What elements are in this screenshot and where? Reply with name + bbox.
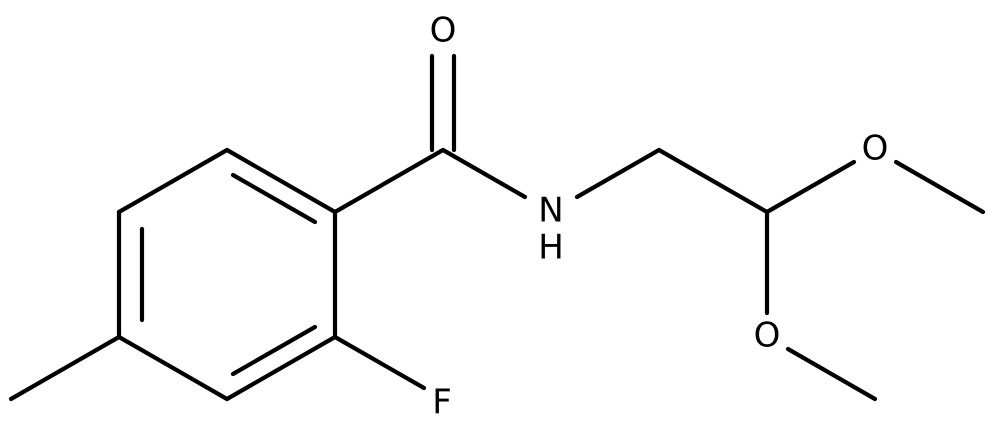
- ring-double-bond-inner-c3-c4: [230, 324, 318, 377]
- ring-bond-c1-c2: [224, 147, 338, 215]
- methylene-to-acetal-carbon-bond: [656, 147, 770, 215]
- fluorine-label: F: [432, 383, 452, 423]
- ring-to-carbonyl-bond: [332, 147, 446, 215]
- amide-hydrogen-label: H: [538, 228, 564, 268]
- ring-bond-c3-c4: [224, 334, 338, 402]
- benzene-ring: [116, 147, 338, 402]
- carbonyl-oxygen-label: O: [430, 11, 457, 51]
- nitrogen-to-methylene-bond: [574, 147, 662, 200]
- amide-nitrogen-label: N: [538, 191, 563, 231]
- methyl-bond: [8, 334, 122, 402]
- acetal-to-top-oxygen-bond: [764, 159, 857, 215]
- bottom-methoxy-methyl-bond: [785, 346, 878, 402]
- ring-double-bond-inner-c1-c2: [230, 172, 318, 225]
- fluoro-bond: [332, 334, 427, 391]
- bottom-methoxy-oxygen-label: O: [754, 316, 781, 356]
- ring-bond-c6-c1: [116, 147, 230, 215]
- ring-bond-c4-c5: [116, 334, 230, 402]
- top-methoxy-methyl-bond: [893, 159, 986, 215]
- carbonyl-to-nitrogen-bond: [440, 147, 528, 200]
- top-methoxy-oxygen-label: O: [862, 129, 889, 169]
